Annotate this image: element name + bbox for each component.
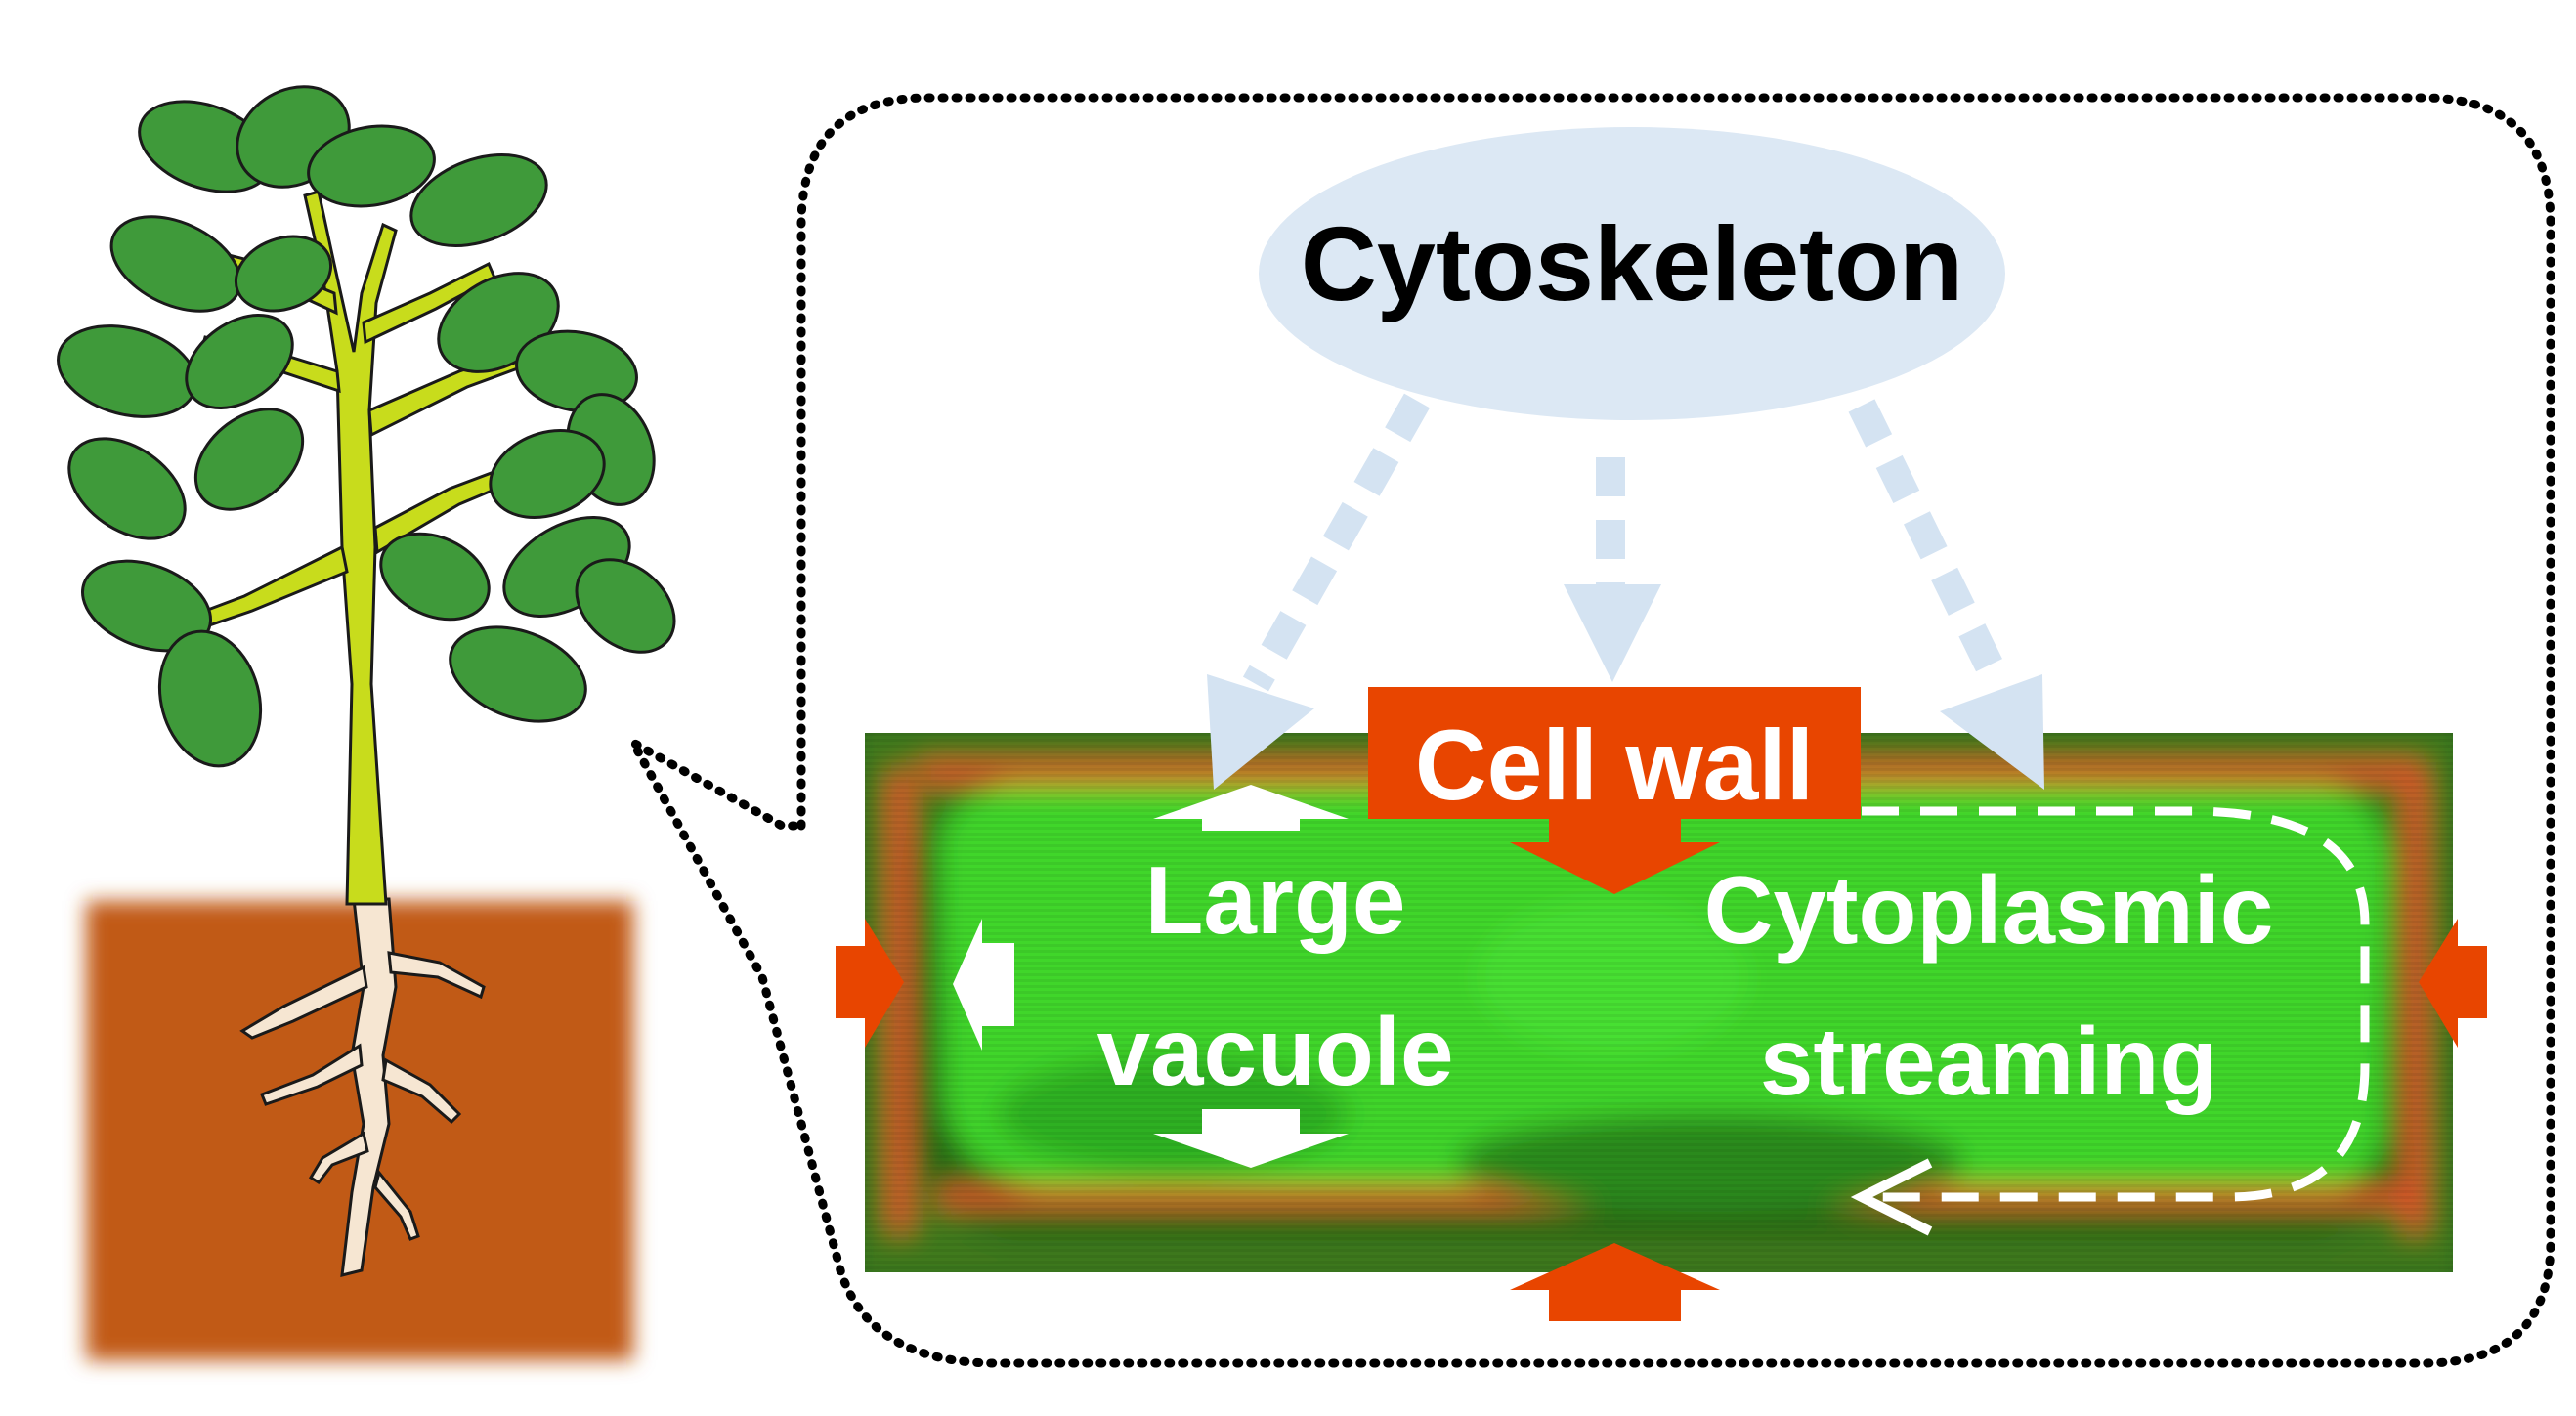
dashed-arrow-right [1848,399,2012,691]
cell-wall-label: Cell wall [1415,709,1814,821]
dotted-callout-frame [622,93,2555,1368]
streaming-loop [1862,806,2370,1202]
red-arrow-top [1510,819,1720,894]
white-arrow-down [1153,1109,1349,1168]
cytoskeleton-bubble [1259,127,2005,420]
red-arrow-right [2419,919,2487,1048]
white-arrow-up [1153,785,1349,831]
cell-wall-label-box [1368,687,1861,819]
arrowhead-left [1207,674,1314,790]
plant-illustration [57,85,676,1277]
white-arrow-left [953,919,1014,1051]
cytoskeleton-arrows [1242,393,2012,692]
arrowhead-right [1940,674,2044,790]
red-arrow-bottom [1510,1243,1720,1321]
streaming-label-line1: Cytoplasmic [1704,856,2274,964]
stem [303,190,398,906]
arrowhead-center [1564,584,1661,682]
streaming-arrowhead [1850,1158,1933,1236]
cytoskeleton-label: Cytoskeleton [1301,204,1963,322]
streaming-label-line2: streaming [1760,1008,2217,1115]
vacuole-label-line2: vacuole [1097,998,1454,1105]
red-arrow-left [836,919,904,1048]
dashed-arrow-left [1242,393,1431,692]
vacuole-label-line1: Large [1145,846,1406,954]
